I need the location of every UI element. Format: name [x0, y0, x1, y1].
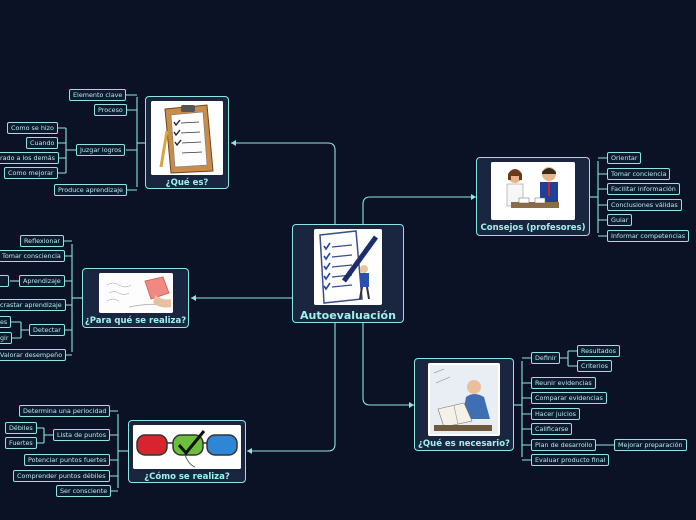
leaf-determina-periocidad[interactable]: Determina una periocidad: [19, 405, 111, 417]
leaf-detectar[interactable]: Detectar: [29, 324, 65, 336]
leaf-elemento-clave[interactable]: Elemento clave: [69, 89, 127, 101]
topic-para-que-title: ¿Para qué se realiza?: [84, 316, 187, 326]
leaf-guiar[interactable]: Guiar: [607, 214, 633, 226]
leaf-reunir-evidencias[interactable]: Reunir evidencias: [531, 377, 596, 389]
leaf-tomar-consciencia[interactable]: Tomar consciencia: [0, 250, 65, 262]
clipboard-icon: [151, 101, 223, 175]
central-topic[interactable]: Autoevaluación: [292, 224, 404, 323]
topic-que-es-title: ¿Qué es?: [165, 178, 209, 188]
leaf-conclusiones-validas[interactable]: Conclusiones válidas: [607, 199, 682, 211]
leaf-comprender-puntos-debiles[interactable]: Comprender puntos débiles: [13, 470, 110, 482]
topic-para-que[interactable]: ¿Para qué se realiza?: [82, 268, 189, 328]
glasses-illustration: [133, 425, 241, 469]
leaf-detectar-sub-2[interactable]: gir: [0, 332, 13, 344]
leaf-debiles[interactable]: Débiles: [5, 422, 37, 434]
leaf-plan-de-desarrollo[interactable]: Plan de desarrollo: [531, 439, 597, 451]
leaf-resultados[interactable]: Resultados: [577, 345, 620, 357]
leaf-produce-aprendizaje[interactable]: Produce aprendizaje: [54, 184, 127, 196]
leaf-aprendizaje[interactable]: Aprendizaje: [19, 275, 65, 287]
leaf-hacer-juicios[interactable]: Hacer juicios: [531, 408, 580, 420]
central-title: Autoevaluación: [300, 309, 396, 322]
leaf-cuando[interactable]: Cuando: [26, 137, 59, 149]
leaf-facilitar-informacion[interactable]: Facilitar información: [607, 183, 680, 195]
leaf-evaluar-producto-final[interactable]: Evaluar producto final: [531, 454, 610, 466]
leaf-orientar[interactable]: Orientar: [607, 152, 642, 164]
topic-como-title: ¿Cómo se realiza?: [144, 472, 230, 482]
leaf-fuertes[interactable]: Fuertes: [5, 437, 37, 449]
eraser-illustration: [98, 273, 173, 313]
teachers-icon: [491, 162, 575, 220]
leaf-ser-consciente[interactable]: Ser consciente: [56, 485, 112, 497]
topic-necesario[interactable]: ¿Qué es necesario?: [414, 358, 514, 451]
eraser-icon: [98, 273, 173, 313]
leaf-lista-de-puntos[interactable]: Lista de puntos: [53, 429, 111, 441]
topic-necesario-title: ¿Qué es necesario?: [417, 439, 510, 449]
topic-consejos-title: Consejos (profesores): [480, 223, 586, 233]
leaf-reflexionar[interactable]: Reflexionar: [20, 235, 64, 247]
reader-illustration: [428, 363, 500, 436]
leaf-aprendizaje-sub[interactable]: [0, 275, 9, 287]
leaf-potenciar-puntos-fuertes[interactable]: Potenciar puntos fuertes: [24, 454, 111, 466]
leaf-contrastar-aprendizaje[interactable]: crastar aprendizaje: [0, 299, 66, 311]
topic-como[interactable]: ¿Cómo se realiza?: [128, 420, 246, 483]
teachers-illustration: [491, 162, 575, 220]
leaf-definir[interactable]: Definir: [531, 352, 561, 364]
topic-que-es[interactable]: ¿Qué es?: [145, 96, 229, 189]
leaf-comparado-a-los-demas[interactable]: rado a los demás: [0, 152, 59, 164]
leaf-proceso[interactable]: Proceso: [94, 104, 127, 116]
leaf-mejorar-preparacion[interactable]: Mejorar preparación: [614, 439, 687, 451]
checklist-icon: [314, 229, 382, 305]
reader-icon: [428, 363, 500, 436]
leaf-valorar-desempeno[interactable]: Valorar desempeño: [0, 349, 67, 361]
leaf-detectar-sub-1[interactable]: es: [0, 316, 12, 328]
leaf-comparar-evidencias[interactable]: Comparar evidencias: [531, 392, 607, 404]
leaf-como-mejorar[interactable]: Como mejorar: [4, 167, 58, 179]
checklist-illustration: [314, 229, 382, 305]
clipboard-illustration: [151, 101, 223, 175]
leaf-criterios[interactable]: Criterios: [577, 360, 612, 372]
leaf-tomar-conciencia[interactable]: Tomar conciencia: [607, 168, 671, 180]
leaf-calificarse[interactable]: Calificarse: [531, 423, 573, 435]
glasses-check-icon: [133, 425, 241, 469]
topic-consejos[interactable]: Consejos (profesores): [476, 157, 590, 236]
leaf-informar-competencias[interactable]: Informar competencias: [607, 230, 690, 242]
leaf-como-se-hizo[interactable]: Como se hizo: [7, 122, 58, 134]
leaf-juzgar-logros[interactable]: Juzgar logros: [76, 144, 126, 156]
